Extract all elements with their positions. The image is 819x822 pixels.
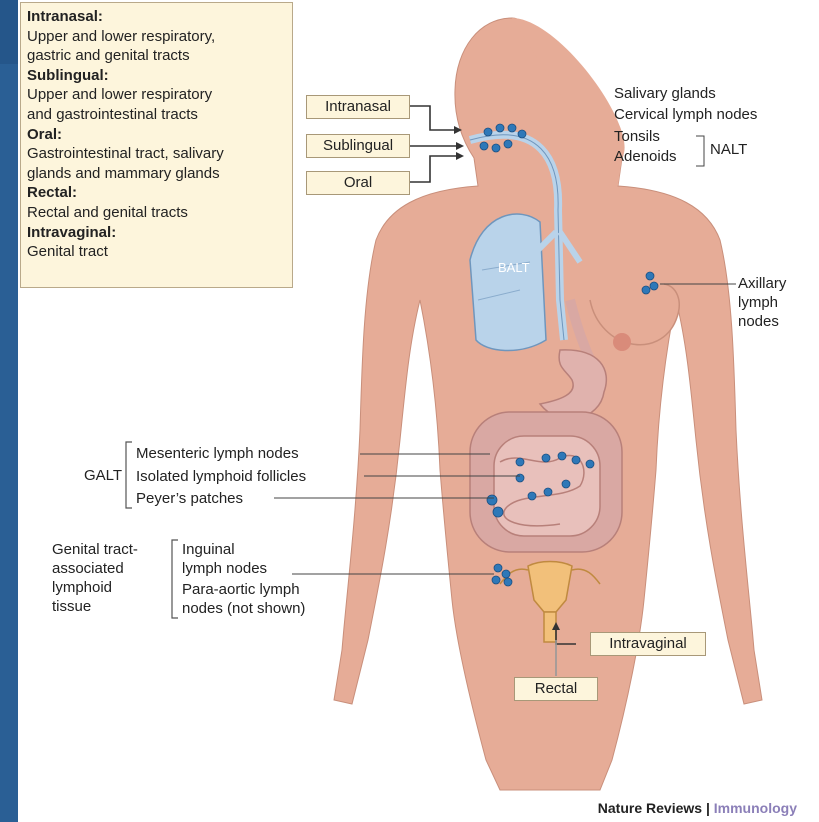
label-balt: BALT (498, 258, 530, 277)
label-tonsils: Tonsils (614, 127, 660, 146)
legend-sites-rectal: Rectal and genital tracts (27, 203, 286, 223)
label-genital-tract-lymphoid-tissue: Genital tract- associated lymphoid tissu… (52, 540, 138, 616)
label-mesenteric-lymph-nodes: Mesenteric lymph nodes (136, 444, 299, 463)
route-box-rectal: Rectal (514, 677, 598, 701)
label-peyers-patches: Peyer’s patches (136, 489, 243, 508)
label-cervical-lymph-nodes: Cervical lymph nodes (614, 105, 757, 124)
label-axillary-lymph-nodes: Axillary lymph nodes (738, 274, 786, 331)
route-box-intranasal: Intranasal (306, 95, 410, 119)
label-salivary-glands: Salivary glands (614, 84, 716, 103)
route-box-oral: Oral (306, 171, 410, 195)
legend-route-intravaginal: Intravaginal: (27, 223, 286, 243)
label-galt: GALT (84, 466, 122, 485)
legend-route-rectal: Rectal: (27, 183, 286, 203)
route-box-intravaginal: Intravaginal (590, 632, 706, 656)
credit-separator: | (702, 800, 714, 816)
journal-name: Nature Reviews (598, 800, 702, 816)
route-box-sublingual: Sublingual (306, 134, 410, 158)
legend-sites-oral: Gastrointestinal tract, salivary glands … (27, 144, 286, 183)
legend-sites-intravaginal: Genital tract (27, 242, 286, 262)
label-adenoids: Adenoids (614, 147, 677, 166)
route-legend: Intranasal: Upper and lower respiratory,… (20, 2, 293, 288)
nipple (613, 333, 631, 351)
legend-route-oral: Oral: (27, 125, 286, 145)
label-inguinal-lymph-nodes: Inguinal lymph nodes (182, 540, 267, 578)
legend-sites-sublingual: Upper and lower respiratory and gastroin… (27, 85, 286, 124)
label-nalt: NALT (710, 140, 747, 159)
intestines (470, 412, 622, 552)
label-para-aortic-lymph-nodes: Para-aortic lymph nodes (not shown) (182, 580, 305, 618)
legend-sites-intranasal: Upper and lower respiratory, gastric and… (27, 27, 286, 66)
journal-section: Immunology (714, 800, 797, 816)
legend-route-sublingual: Sublingual: (27, 66, 286, 86)
lung (470, 214, 546, 350)
legend-route-intranasal: Intranasal: (27, 7, 286, 27)
journal-credit: Nature Reviews | Immunology (598, 800, 797, 816)
label-isolated-lymphoid-follicles: Isolated lymphoid follicles (136, 467, 306, 486)
